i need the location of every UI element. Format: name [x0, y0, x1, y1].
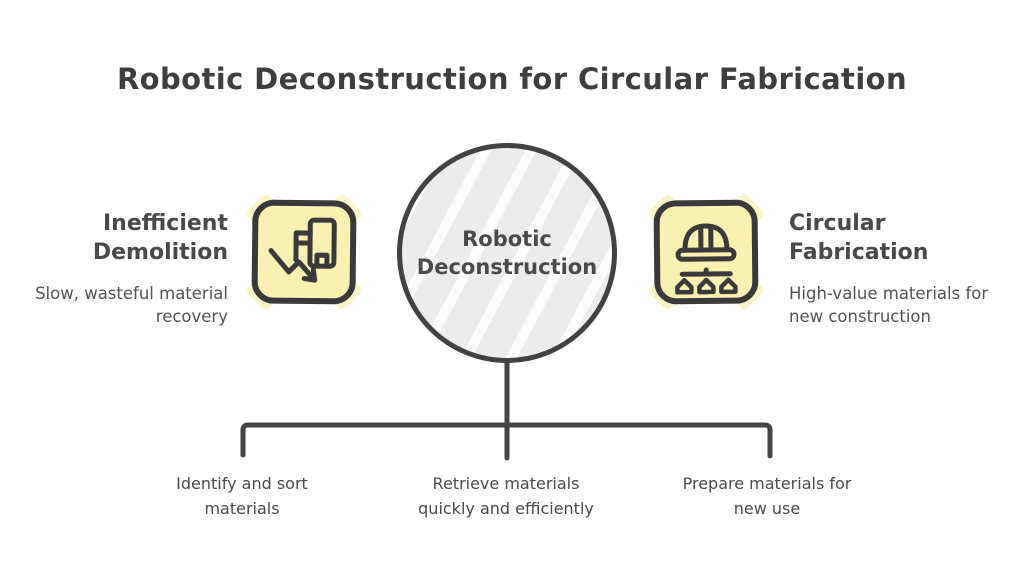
step-label-prepare-materials: Prepare materials for new use	[682, 474, 852, 518]
right-text-block: Circular Fabrication High-value material…	[789, 210, 989, 328]
hard-hat-materials-icon	[653, 199, 759, 305]
left-description: Slow, wasteful material recovery	[35, 284, 228, 327]
diagram-title: Robotic Deconstruction for Circular Fabr…	[116, 62, 908, 96]
center-node: Robotic Deconstruction	[397, 143, 617, 363]
left-heading: Inefficient Demolition	[92, 211, 228, 265]
step-label-retrieve-materials: Retrieve materials quickly and efficient…	[418, 474, 594, 518]
left-text-block: Inefficient Demolition Slow, wasteful ma…	[34, 210, 228, 328]
right-description: High-value materials for new constructio…	[789, 284, 989, 327]
left-icon-tile	[244, 192, 364, 312]
building-decline-icon	[251, 199, 357, 305]
bracket-line	[240, 422, 773, 459]
step-label-identify-sort: Identify and sort materials	[176, 474, 308, 518]
center-node-label: Robotic Deconstruction	[416, 226, 598, 279]
right-heading: Circular Fabrication	[789, 211, 929, 265]
right-icon-tile	[646, 192, 766, 312]
